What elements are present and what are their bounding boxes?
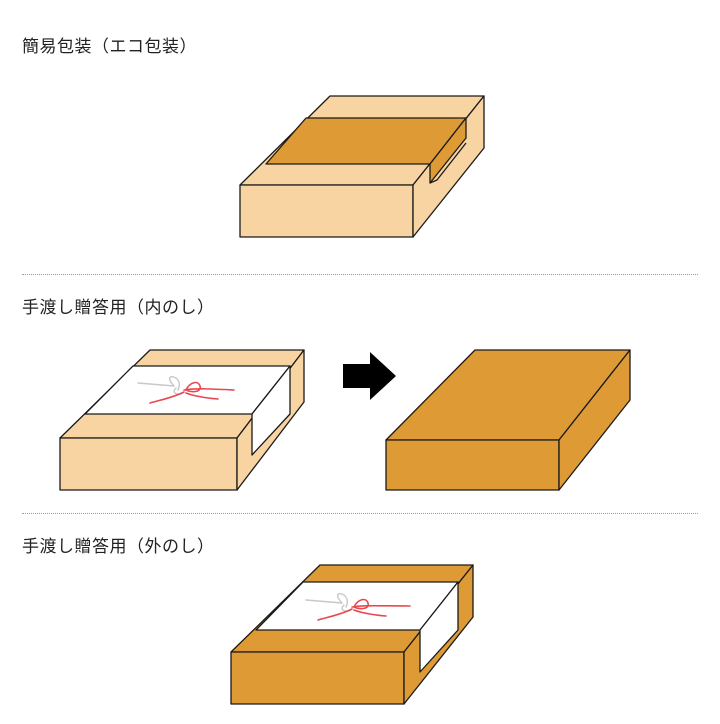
right-arrow-icon bbox=[343, 352, 396, 400]
mizuhiki-cord bbox=[137, 376, 235, 404]
section-divider bbox=[22, 274, 698, 275]
section-divider bbox=[22, 513, 698, 514]
paper-band-side bbox=[429, 117, 467, 184]
box-front bbox=[59, 437, 238, 491]
box-front bbox=[239, 184, 414, 238]
tape-fold bbox=[429, 142, 467, 184]
inner-noshi-box-before bbox=[59, 349, 305, 491]
eco-wrapped-box bbox=[239, 95, 485, 238]
noshi-paper-side bbox=[419, 581, 459, 673]
section-title-eco-wrapping: 簡易包装（エコ包装） bbox=[22, 37, 197, 57]
inner-noshi-box-wrapped bbox=[385, 349, 631, 491]
mizuhiki-cord bbox=[305, 593, 411, 621]
section-title-inner-noshi: 手渡し贈答用（内のし） bbox=[22, 298, 215, 318]
noshi-paper-side bbox=[251, 365, 291, 456]
box-front bbox=[230, 651, 405, 705]
section-title-outer-noshi: 手渡し贈答用（外のし） bbox=[22, 537, 215, 557]
box-front bbox=[385, 439, 560, 491]
outer-noshi-box bbox=[230, 564, 474, 705]
box-side bbox=[558, 349, 631, 491]
